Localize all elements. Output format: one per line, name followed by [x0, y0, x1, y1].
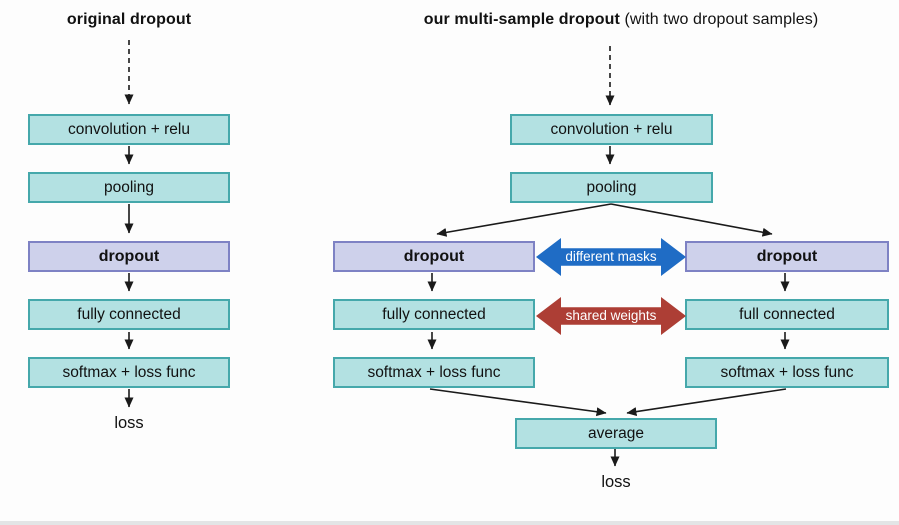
branch-right-node-dropout: dropout [685, 241, 889, 272]
left-loss-label: loss [114, 414, 144, 432]
right-diagram-title: our multi-sample dropout (with two dropo… [340, 11, 899, 29]
different-masks-arrow-icon: different masks [536, 238, 686, 276]
shared-weights-arrow-icon: shared weights [536, 297, 686, 335]
right-title-subtitle: (with two dropout samples) [619, 11, 819, 28]
branch-left-node-fully-connected: fully connected [333, 299, 535, 330]
different-masks-label: different masks [565, 249, 657, 264]
bottom-edge-strip [0, 521, 899, 525]
right-title-bold: our multi-sample dropout [423, 11, 620, 28]
right-node-pooling: pooling [510, 172, 713, 203]
right-node-average: average [515, 418, 717, 449]
left-node-fully-connected: fully connected [28, 299, 230, 330]
branch-right-node-softmax-loss: softmax + loss func [685, 357, 889, 388]
branch-left-node-dropout: dropout [333, 241, 535, 272]
left-node-convolution-relu: convolution + relu [28, 114, 230, 145]
left-node-pooling: pooling [28, 172, 230, 203]
left-diagram-title: original dropout [66, 11, 192, 28]
branch-right-node-full-connected: full connected [685, 299, 889, 330]
right-node-convolution-relu: convolution + relu [510, 114, 713, 145]
left-node-dropout: dropout [28, 241, 230, 272]
shared-weights-label: shared weights [565, 308, 657, 323]
branch-left-node-softmax-loss: softmax + loss func [333, 357, 535, 388]
right-loss-label: loss [601, 473, 631, 491]
left-node-softmax-loss: softmax + loss func [28, 357, 230, 388]
